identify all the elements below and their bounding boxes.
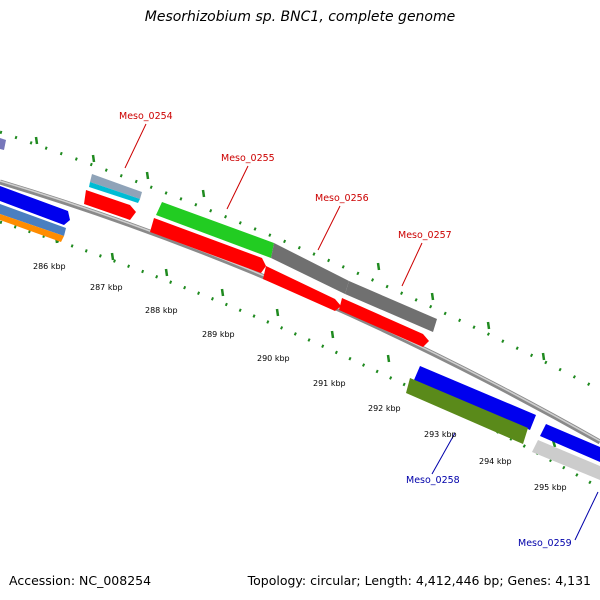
kbp-label: 293 kbp (424, 430, 457, 439)
gene-arrow-meso-0257 (345, 281, 437, 332)
gene-arrow (0, 186, 70, 225)
gene-label-meso-0254: Meso_0254 (119, 111, 173, 122)
gene-leader (431, 432, 456, 475)
gene-label-meso-0259: Meso_0259 (518, 538, 572, 549)
gene-labels: Meso_0254 Meso_0255 Meso_0256 Meso_0257 … (119, 111, 572, 549)
major-tick (541, 352, 546, 361)
gene-arrow (406, 378, 528, 444)
genome-backbone-highlight (0, 180, 600, 442)
outer-tick-ring (0, 130, 600, 392)
gene-arrow-meso-0258 (414, 366, 536, 430)
major-tick (275, 308, 280, 317)
major-tick (330, 330, 335, 339)
major-tick (34, 136, 39, 145)
gene-leader (317, 205, 341, 251)
gene-arrow-meso-0255 (156, 202, 274, 258)
genome-summary-label: Topology: circular; Length: 4,412,446 bp… (247, 573, 591, 588)
gene-leader (574, 491, 599, 541)
gene-arrow (263, 266, 341, 311)
major-tick (110, 252, 115, 261)
gene-leader (226, 165, 249, 210)
major-tick (91, 154, 96, 163)
gene-label-meso-0255: Meso_0255 (221, 153, 275, 164)
kbp-labels: 286 kbp 287 kbp 288 kbp 289 kbp 290 kbp … (33, 262, 567, 492)
gene-arrow (0, 214, 64, 242)
genome-backbone (0, 179, 600, 445)
gene-label-meso-0256: Meso_0256 (315, 193, 369, 204)
kbp-label: 291 kbp (313, 379, 346, 388)
gene-arrow-meso-0259 (540, 424, 600, 462)
major-tick (430, 292, 435, 301)
major-tick (201, 189, 206, 198)
major-tick (220, 288, 225, 297)
major-tick (164, 268, 169, 277)
gene-arrow (0, 138, 6, 150)
gene-arrow (89, 182, 140, 203)
kbp-label: 290 kbp (257, 354, 290, 363)
gene-arrow (150, 218, 266, 273)
gene-arrow (90, 174, 142, 199)
kbp-label: 286 kbp (33, 262, 66, 271)
gene-label-meso-0257: Meso_0257 (398, 230, 452, 241)
outer-major-ticks (34, 136, 546, 361)
kbp-label: 288 kbp (145, 306, 178, 315)
map-title: Mesorhizobium sp. BNC1, complete genome (144, 9, 456, 25)
gene-arrow (0, 204, 66, 236)
gene-arrow-meso-0256 (271, 243, 349, 294)
kbp-label: 287 kbp (90, 283, 123, 292)
kbp-label: 295 kbp (534, 483, 567, 492)
gene-leader (124, 123, 147, 169)
major-tick (386, 354, 391, 363)
kbp-label: 289 kbp (202, 330, 235, 339)
gene-arrow (532, 440, 600, 480)
gene-label-meso-0258: Meso_0258 (406, 475, 460, 486)
major-tick (145, 171, 150, 180)
kbp-label: 294 kbp (479, 457, 512, 466)
major-tick (486, 321, 491, 330)
gene-arrow (339, 298, 429, 347)
major-tick (376, 262, 381, 271)
gene-leaders (124, 123, 599, 541)
kbp-label: 292 kbp (368, 404, 401, 413)
gene-arrow (84, 190, 136, 220)
gene-leader (401, 242, 423, 287)
accession-label: Accession: NC_008254 (9, 573, 152, 588)
